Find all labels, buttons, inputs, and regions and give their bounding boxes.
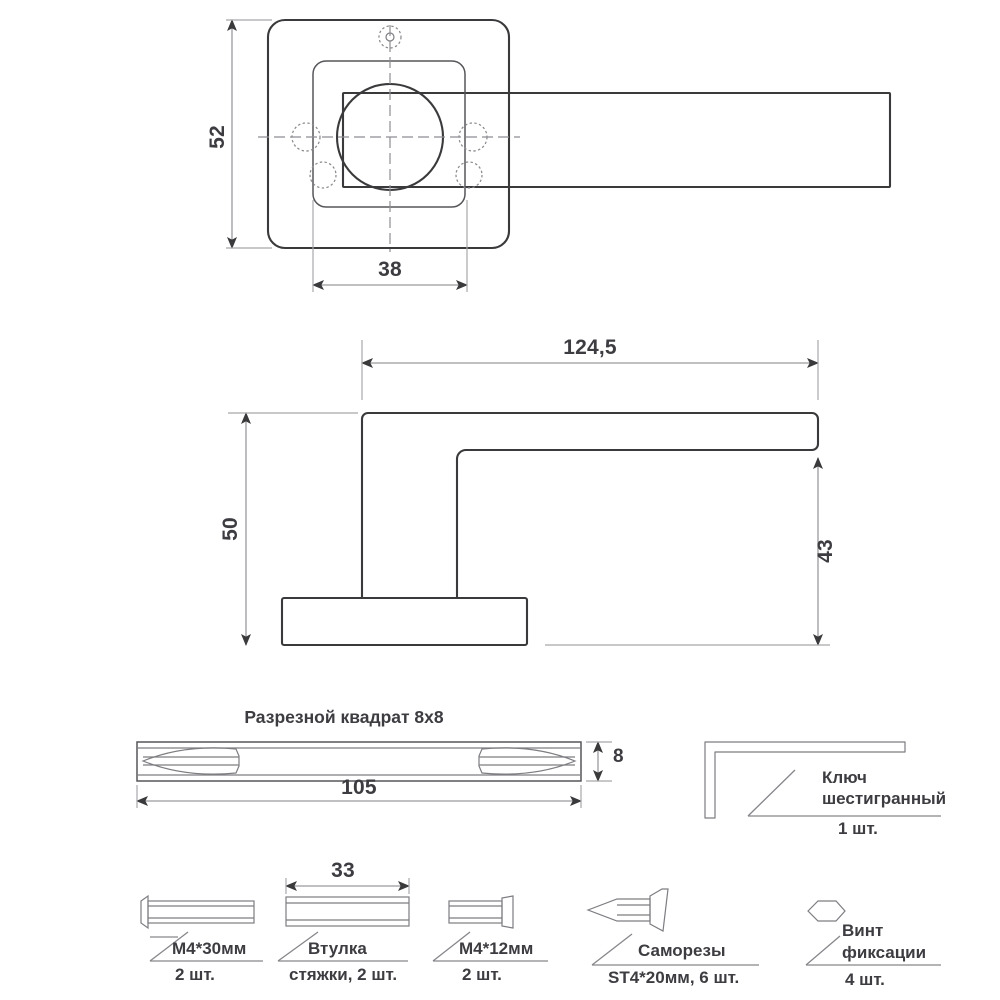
setscrew-name-label: Винт: [842, 921, 883, 940]
hexkey-leader-line: [747, 769, 796, 817]
selftap-name-label: Саморезы: [638, 941, 725, 960]
m4x30-leader-diagonal: [149, 931, 189, 962]
hexkey-qty-label: 1 шт.: [838, 819, 878, 838]
hexkey-view: Ключ шестигранный 1 шт.: [704, 741, 946, 838]
dim-label-rose-width: 38: [378, 258, 402, 281]
m4x30-qty-label: 2 шт.: [175, 965, 215, 984]
setscrew-name-label2: фиксации: [842, 943, 926, 962]
hardware-item-sleeve: 33 Втулка стяжки, 2 шт.: [277, 859, 410, 984]
m4x30-head: [140, 894, 149, 930]
m4x30-shank: [147, 900, 255, 924]
dim-label-lever-grip-height: 43: [814, 539, 837, 563]
spindle-body: [136, 741, 582, 782]
set-screw-hole-top: [378, 25, 402, 49]
hardware-item-setscrew: Винт фиксации 4 шт.: [805, 900, 941, 989]
sleeve-body: [285, 896, 410, 927]
hexkey-label-line2: шестигранный: [822, 789, 946, 808]
hardware-item-m4x12: M4*12мм 2 шт.: [432, 895, 548, 984]
side-view-rose-plate: [280, 596, 529, 647]
setscrew-qty-label: 4 шт.: [845, 970, 885, 989]
m4x12-shank: [448, 900, 503, 924]
fixing-hole-lower-right: [455, 161, 483, 189]
spindle-note-label: Разрезной квадрат 8x8: [244, 707, 444, 727]
m4x12-qty-label: 2 шт.: [462, 965, 502, 984]
hardware-row: M4*30мм 2 шт. 33 Втулка стяжки, 2 шт.: [140, 859, 941, 989]
dim-label-spindle-length: 105: [341, 776, 377, 799]
top-view: 52 38: [206, 18, 892, 292]
lever-profile: [360, 411, 820, 600]
m4x30-name-label: M4*30мм: [172, 939, 246, 958]
hexkey-label-line1: Ключ: [822, 768, 867, 787]
selftap-point-and-shank: [586, 898, 651, 922]
m4x12-name-label: M4*12мм: [459, 939, 533, 958]
dim-label-lever-length: 124,5: [563, 336, 617, 359]
dim-label-spindle-thickness: 8: [613, 746, 624, 767]
top-view-lever-bar: [341, 91, 892, 189]
m4x12-leader-diagonal: [432, 931, 471, 962]
hardware-item-m4x30: M4*30мм 2 шт.: [140, 894, 263, 984]
dim-label-rose-height: 52: [206, 125, 229, 149]
sleeve-name-label: Втулка: [308, 939, 367, 958]
side-view: 124,5 50 43: [219, 336, 837, 647]
sleeve-qty-label: стяжки, 2 шт.: [289, 965, 397, 984]
dim-label-sleeve-length: 33: [331, 859, 355, 882]
hardware-item-selftapping: Саморезы ST4*20мм, 6 шт.: [586, 888, 759, 987]
m4x12-head: [501, 895, 514, 929]
spindle-split-right: [478, 747, 577, 775]
hexkey-shape: [704, 741, 906, 819]
sleeve-leader-diagonal: [277, 931, 319, 962]
dim-label-lever-total-height: 50: [219, 517, 242, 541]
setscrew-body: [807, 900, 846, 922]
setscrew-leader-diagonal: [805, 935, 841, 966]
spindle-view: Разрезной квадрат 8x8 8: [136, 707, 624, 808]
selftap-leader-diagonal: [591, 933, 633, 966]
spindle-split-left: [141, 747, 240, 775]
rose-outer-plate: [266, 18, 511, 250]
rose-inner-plate: [312, 60, 466, 208]
fixing-hole-lower-left: [309, 161, 337, 189]
selftap-head: [649, 888, 669, 932]
selftap-qty-label: ST4*20мм, 6 шт.: [608, 968, 739, 987]
